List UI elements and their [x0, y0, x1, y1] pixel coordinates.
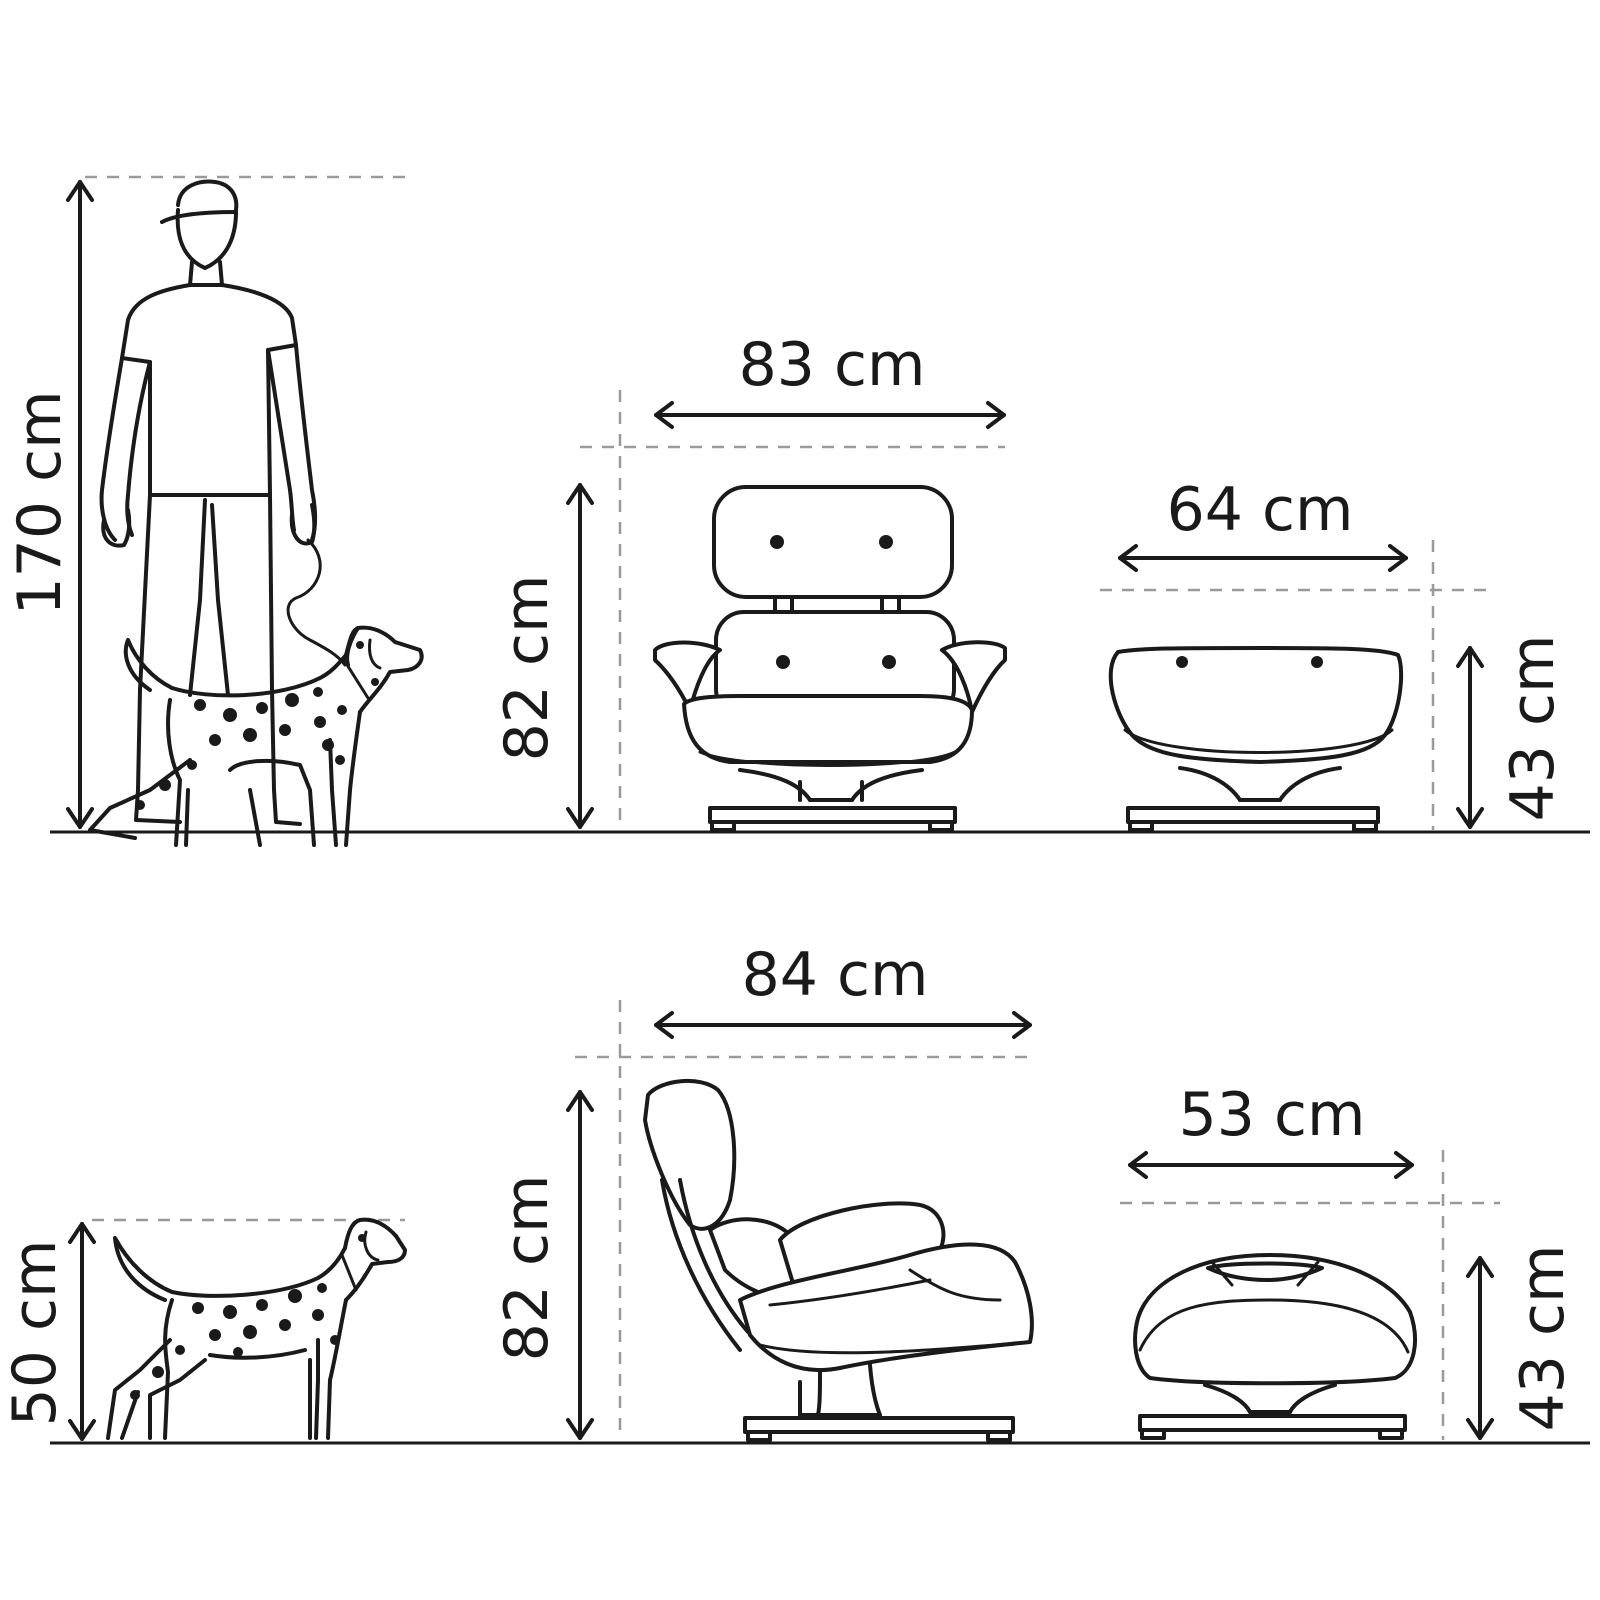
- ottoman-side-dimensions: 53 cm 43 cm: [1120, 1080, 1578, 1440]
- chair-side-dimensions: 84 cm 82 cm: [492, 940, 1032, 1440]
- ottoman-side-depth-label: 53 cm: [1179, 1080, 1366, 1150]
- chair-front-width-label: 83 cm: [739, 330, 926, 400]
- ottoman-front-dimensions: 64 cm 43 cm: [1100, 475, 1568, 830]
- chair-side-depth-label: 84 cm: [742, 940, 929, 1010]
- person-height-dimension: 170 cm: [5, 175, 405, 829]
- ottoman-side: [1133, 1253, 1417, 1440]
- leash: [286, 538, 347, 667]
- dog-height-label: 50 cm: [0, 1240, 70, 1427]
- ottoman-front-height-label: 43 cm: [1498, 635, 1568, 822]
- chair-side: [643, 1078, 1034, 1442]
- ottoman-side-height-label: 43 cm: [1508, 1245, 1578, 1432]
- chair-front: [653, 485, 1007, 832]
- dog-figure-top: [88, 625, 424, 847]
- ottoman-front-width-label: 64 cm: [1167, 475, 1354, 545]
- chair-front-dimensions: 83 cm 82 cm: [492, 330, 1006, 830]
- chair-side-height-label: 82 cm: [492, 1175, 562, 1362]
- dog-figure-bottom: [106, 1217, 407, 1440]
- person-figure: [99, 179, 317, 826]
- dog-height-dimension: 50 cm: [0, 1218, 405, 1441]
- ottoman-front: [1108, 646, 1404, 832]
- chair-front-height-label: 82 cm: [492, 575, 562, 762]
- person-height-label: 170 cm: [5, 390, 75, 615]
